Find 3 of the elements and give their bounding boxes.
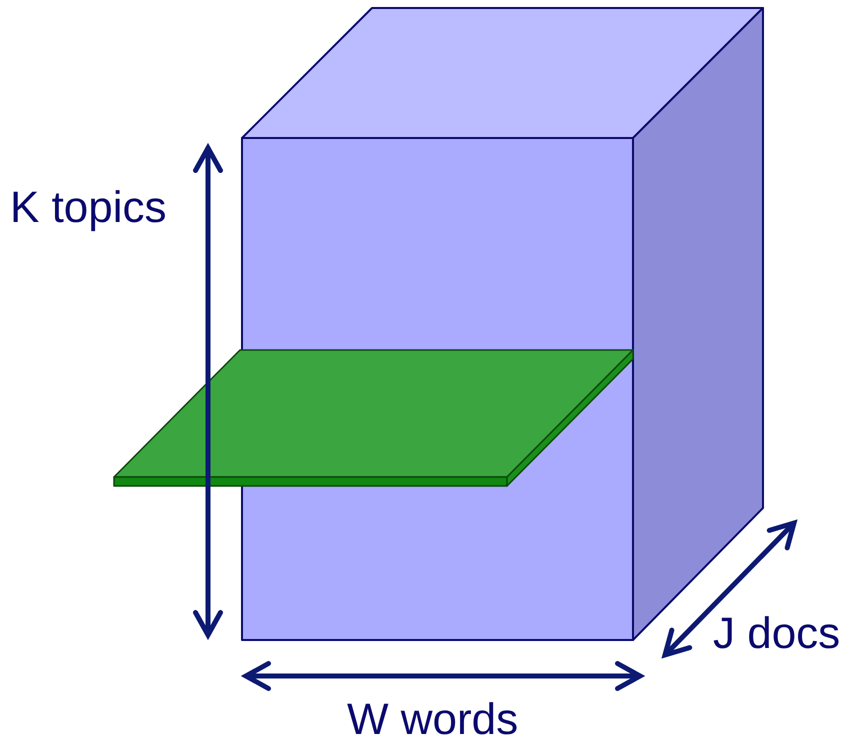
dimension-label: W words — [347, 698, 518, 740]
dimension-label: K topics — [10, 186, 167, 230]
dimension-label: J docs — [713, 612, 840, 656]
